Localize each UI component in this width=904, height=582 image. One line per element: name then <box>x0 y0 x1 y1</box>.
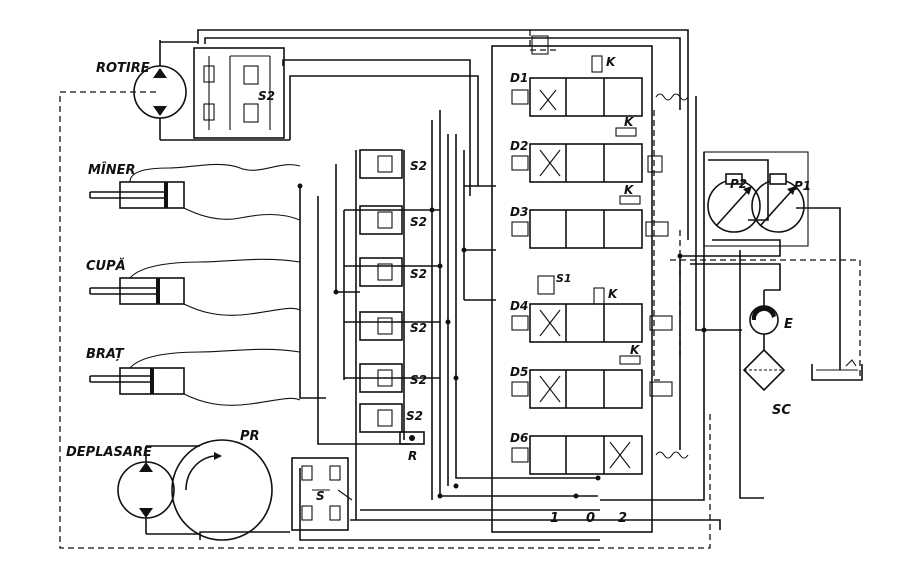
brake-valves-s <box>291 457 353 531</box>
label-k-5: K <box>630 343 641 357</box>
rotire-relief-block <box>193 47 285 139</box>
label-d4: D4 <box>510 299 528 313</box>
label-d5: D5 <box>510 365 528 379</box>
label-pressure-valve-4: S2 <box>410 321 427 335</box>
relief-valve-s1 <box>531 35 555 295</box>
label-pressure-valve-2: S2 <box>410 215 427 229</box>
label-s: S <box>316 489 325 503</box>
label-r: R <box>408 449 417 463</box>
rotary-joint-pr <box>171 439 273 541</box>
label-rotire: ROTIRE <box>96 61 150 76</box>
label-pressure-valve-3: S2 <box>410 267 427 281</box>
label-p2: P2 <box>730 177 747 191</box>
pressure-valve-column <box>355 149 405 520</box>
label-d2: D2 <box>510 139 528 153</box>
label-brat: BRAȚ <box>86 347 125 362</box>
label-d1: D1 <box>510 71 528 85</box>
label-k-2: K <box>624 115 635 129</box>
pump-p2 <box>707 173 761 233</box>
position-label-0: 0 <box>586 511 595 526</box>
label-k-1: K <box>606 55 617 69</box>
label-pressure-valve-1: S2 <box>410 159 427 173</box>
label-miner: MÎNER <box>88 162 136 178</box>
position-label-1: 1 <box>550 511 559 526</box>
label-deplasare: DEPLASARE <box>66 445 152 460</box>
restrictor-r <box>399 431 425 445</box>
label-k-3: K <box>624 183 635 197</box>
label-d6: D6 <box>510 431 528 445</box>
label-pressure-valve-6: S2 <box>406 409 423 423</box>
label-s1: S1 <box>556 272 572 285</box>
cooler-e <box>749 290 779 350</box>
pump-p1 <box>751 173 805 233</box>
rotire-motor <box>133 40 290 141</box>
drain-lines <box>59 30 861 549</box>
deplasare-motor <box>117 445 200 535</box>
label-k-4: K <box>608 287 619 301</box>
label-cupa: CUPĂ <box>86 258 126 274</box>
check-valves <box>591 55 641 365</box>
label-pr: PR <box>240 429 260 444</box>
label-p1: P1 <box>794 179 811 193</box>
cylinder-cupa <box>89 258 301 316</box>
pipework <box>197 29 841 541</box>
position-label-2: 2 <box>618 511 627 526</box>
label-rotire-valve: S2 <box>258 89 275 103</box>
junctions <box>297 183 707 499</box>
filter-sc <box>742 348 786 392</box>
label-sc: SC <box>772 403 791 418</box>
tank <box>811 359 863 381</box>
label-e: E <box>784 317 793 332</box>
label-d3: D3 <box>510 205 528 219</box>
label-pressure-valve-5: S2 <box>410 373 427 387</box>
cylinder-brat <box>89 348 301 406</box>
cylinder-miner <box>89 163 301 221</box>
directional-valve-stack <box>491 45 689 533</box>
